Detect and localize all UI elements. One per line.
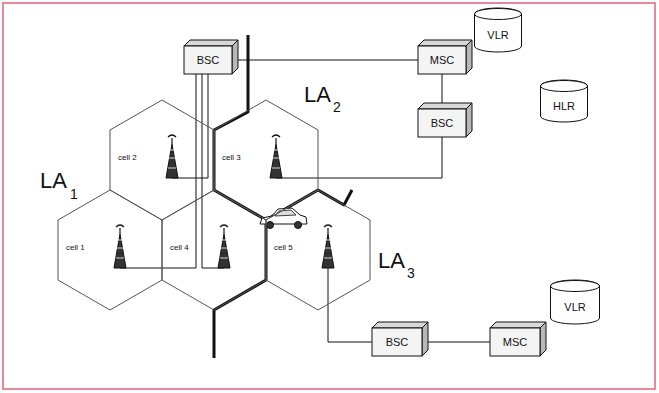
node-label: BSC bbox=[431, 117, 454, 129]
cell-label: cell 1 bbox=[66, 244, 170, 253]
cell-hexagon: cell 4 bbox=[162, 190, 266, 310]
tower-antenna bbox=[220, 225, 228, 234]
link-line bbox=[276, 137, 442, 178]
link-line bbox=[328, 268, 372, 342]
node-label: MSC bbox=[503, 336, 527, 348]
database-cylinder: HLR bbox=[540, 80, 588, 122]
node-label: BSC bbox=[386, 336, 409, 348]
antenna-tower bbox=[270, 135, 282, 178]
node-label: VLR bbox=[564, 301, 585, 313]
cylinder-top bbox=[541, 81, 588, 92]
box-side-face bbox=[466, 40, 472, 74]
box-front-face bbox=[372, 328, 422, 356]
antenna-tower bbox=[322, 225, 334, 268]
car-icon bbox=[260, 208, 307, 229]
cell-hexagon: cell 3 bbox=[214, 100, 318, 220]
area-subscript: 1 bbox=[70, 187, 78, 201]
cell-label: cell 2 bbox=[118, 154, 222, 163]
cell-hexagon: cell 5 bbox=[266, 190, 370, 310]
tower-rungs bbox=[324, 240, 332, 258]
box-top-face bbox=[184, 40, 238, 46]
node-label: BSC bbox=[197, 54, 220, 66]
tower-mast bbox=[114, 234, 126, 268]
tower-rungs bbox=[116, 240, 124, 258]
database-cylinder: VLR bbox=[474, 8, 522, 52]
frame-border bbox=[3, 3, 655, 389]
area-subscript: 2 bbox=[333, 100, 341, 114]
tower-rungs bbox=[272, 150, 280, 168]
network-box: BSC bbox=[372, 322, 428, 356]
network-box: MSC bbox=[490, 322, 546, 356]
cell-label: cell 3 bbox=[222, 154, 326, 163]
cylinder-top bbox=[551, 281, 600, 292]
location-area-boundary bbox=[266, 190, 352, 220]
area-label: LA bbox=[40, 170, 67, 192]
box-top-face bbox=[418, 103, 472, 109]
tower-mast bbox=[270, 144, 282, 178]
link-line bbox=[238, 60, 418, 61]
box-side-face bbox=[422, 322, 428, 356]
node-label: VLR bbox=[487, 29, 508, 41]
cell-label: cell 4 bbox=[170, 244, 274, 253]
link-line bbox=[428, 342, 490, 343]
box-front-face bbox=[418, 46, 466, 74]
tower-mast bbox=[218, 234, 230, 268]
tower-rungs bbox=[168, 150, 176, 168]
box-side-face bbox=[466, 103, 472, 137]
antenna-tower bbox=[166, 135, 178, 178]
cylinder-top bbox=[475, 9, 522, 20]
cell-label: cell 5 bbox=[274, 244, 378, 253]
antenna-tower bbox=[114, 225, 126, 268]
box-front-face bbox=[184, 46, 232, 74]
link-line bbox=[120, 74, 196, 268]
area-subscript: 3 bbox=[407, 266, 415, 280]
cylinder-body bbox=[475, 8, 522, 52]
tower-antenna bbox=[324, 225, 332, 234]
box-front-face bbox=[490, 328, 540, 356]
network-box: BSC bbox=[184, 40, 238, 74]
node-label: HLR bbox=[553, 100, 575, 112]
area-label: LA bbox=[378, 250, 405, 272]
tower-mast bbox=[166, 144, 178, 178]
cylinder-body bbox=[551, 280, 600, 324]
link-line bbox=[442, 74, 443, 103]
cell-hexagon: cell 1 bbox=[58, 190, 162, 310]
box-top-face bbox=[372, 322, 428, 328]
cylinder-body bbox=[541, 80, 588, 122]
location-area-boundary bbox=[214, 35, 266, 358]
car-wheel bbox=[267, 222, 274, 229]
box-top-face bbox=[418, 40, 472, 46]
box-side-face bbox=[540, 322, 546, 356]
tower-antenna bbox=[116, 225, 124, 234]
box-front-face bbox=[418, 109, 466, 137]
tower-rungs bbox=[220, 240, 228, 258]
tower-antenna bbox=[168, 135, 176, 144]
cell-hexagon: cell 2 bbox=[110, 100, 214, 220]
network-box: BSC bbox=[418, 103, 472, 137]
antenna-tower bbox=[218, 225, 230, 268]
network-box: MSC bbox=[418, 40, 472, 74]
car-wheel bbox=[295, 222, 302, 229]
box-side-face bbox=[232, 40, 238, 74]
node-label: MSC bbox=[430, 54, 454, 66]
area-label: LA bbox=[304, 84, 331, 106]
box-top-face bbox=[490, 322, 546, 328]
tower-mast bbox=[322, 234, 334, 268]
tower-antenna bbox=[272, 135, 280, 144]
link-line bbox=[172, 74, 208, 178]
database-cylinder: VLR bbox=[550, 280, 600, 324]
